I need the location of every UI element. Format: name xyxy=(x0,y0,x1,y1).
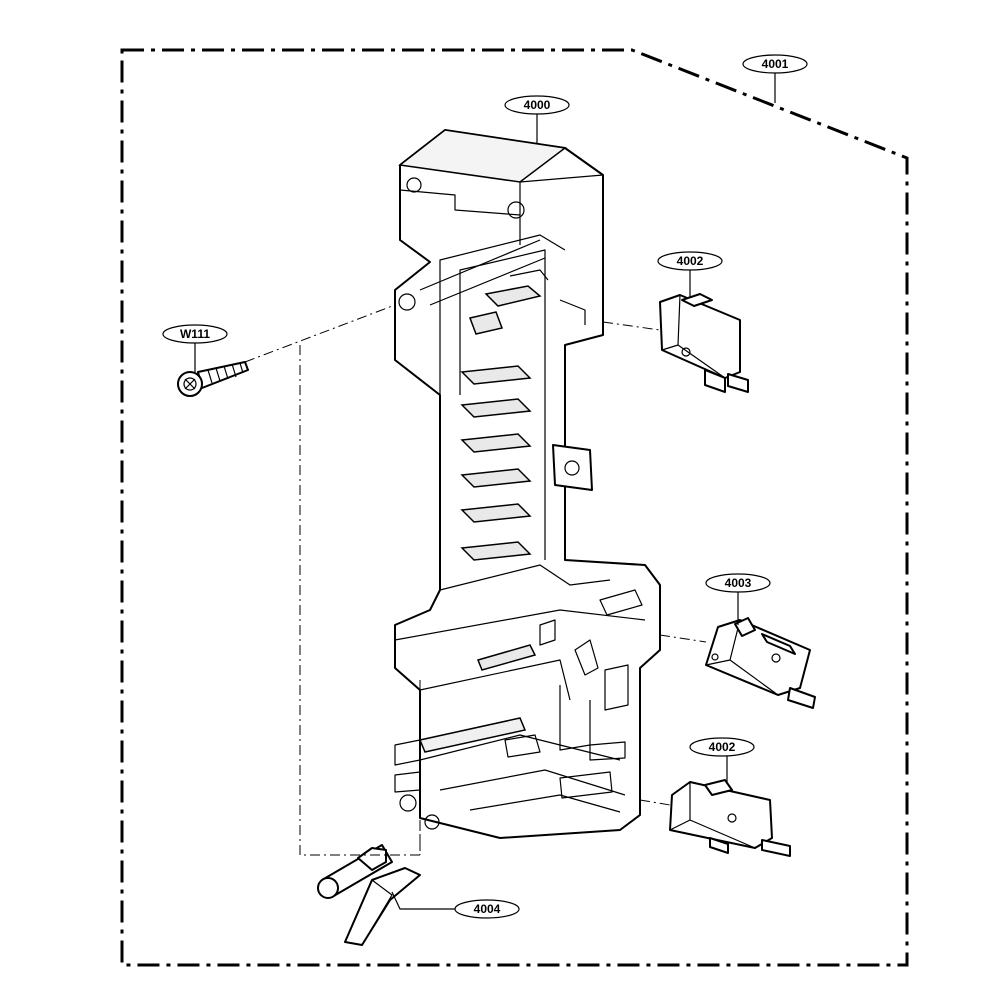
assembly-lines xyxy=(244,304,707,856)
callout-4003: 4003 xyxy=(705,573,771,593)
callout-label-4003: 4003 xyxy=(725,576,752,590)
door-latch-frame xyxy=(394,129,661,839)
micro-switch-top xyxy=(659,293,749,393)
callout-4002-bottom: 4002 xyxy=(689,737,755,757)
callout-4002-top: 4002 xyxy=(657,251,723,271)
assembly-boundary xyxy=(120,48,909,967)
callout-4001: 4001 xyxy=(742,54,808,74)
callout-label-w111: W111 xyxy=(180,327,210,341)
callout-w111: W111 xyxy=(162,324,228,344)
callout-4000: 4000 xyxy=(504,95,570,115)
screw xyxy=(177,361,249,397)
callout-label-4001: 4001 xyxy=(762,57,789,71)
callout-4004: 4004 xyxy=(454,899,520,919)
callout-label-4002-bottom: 4002 xyxy=(709,740,736,754)
micro-switch-middle xyxy=(705,617,816,709)
leader-lines xyxy=(194,73,776,910)
callout-label-4004: 4004 xyxy=(474,902,501,916)
micro-switch-bottom xyxy=(669,779,791,857)
callout-label-4000: 4000 xyxy=(524,98,551,112)
callout-label-4002-top: 4002 xyxy=(677,254,704,268)
latch-lever xyxy=(317,844,421,946)
